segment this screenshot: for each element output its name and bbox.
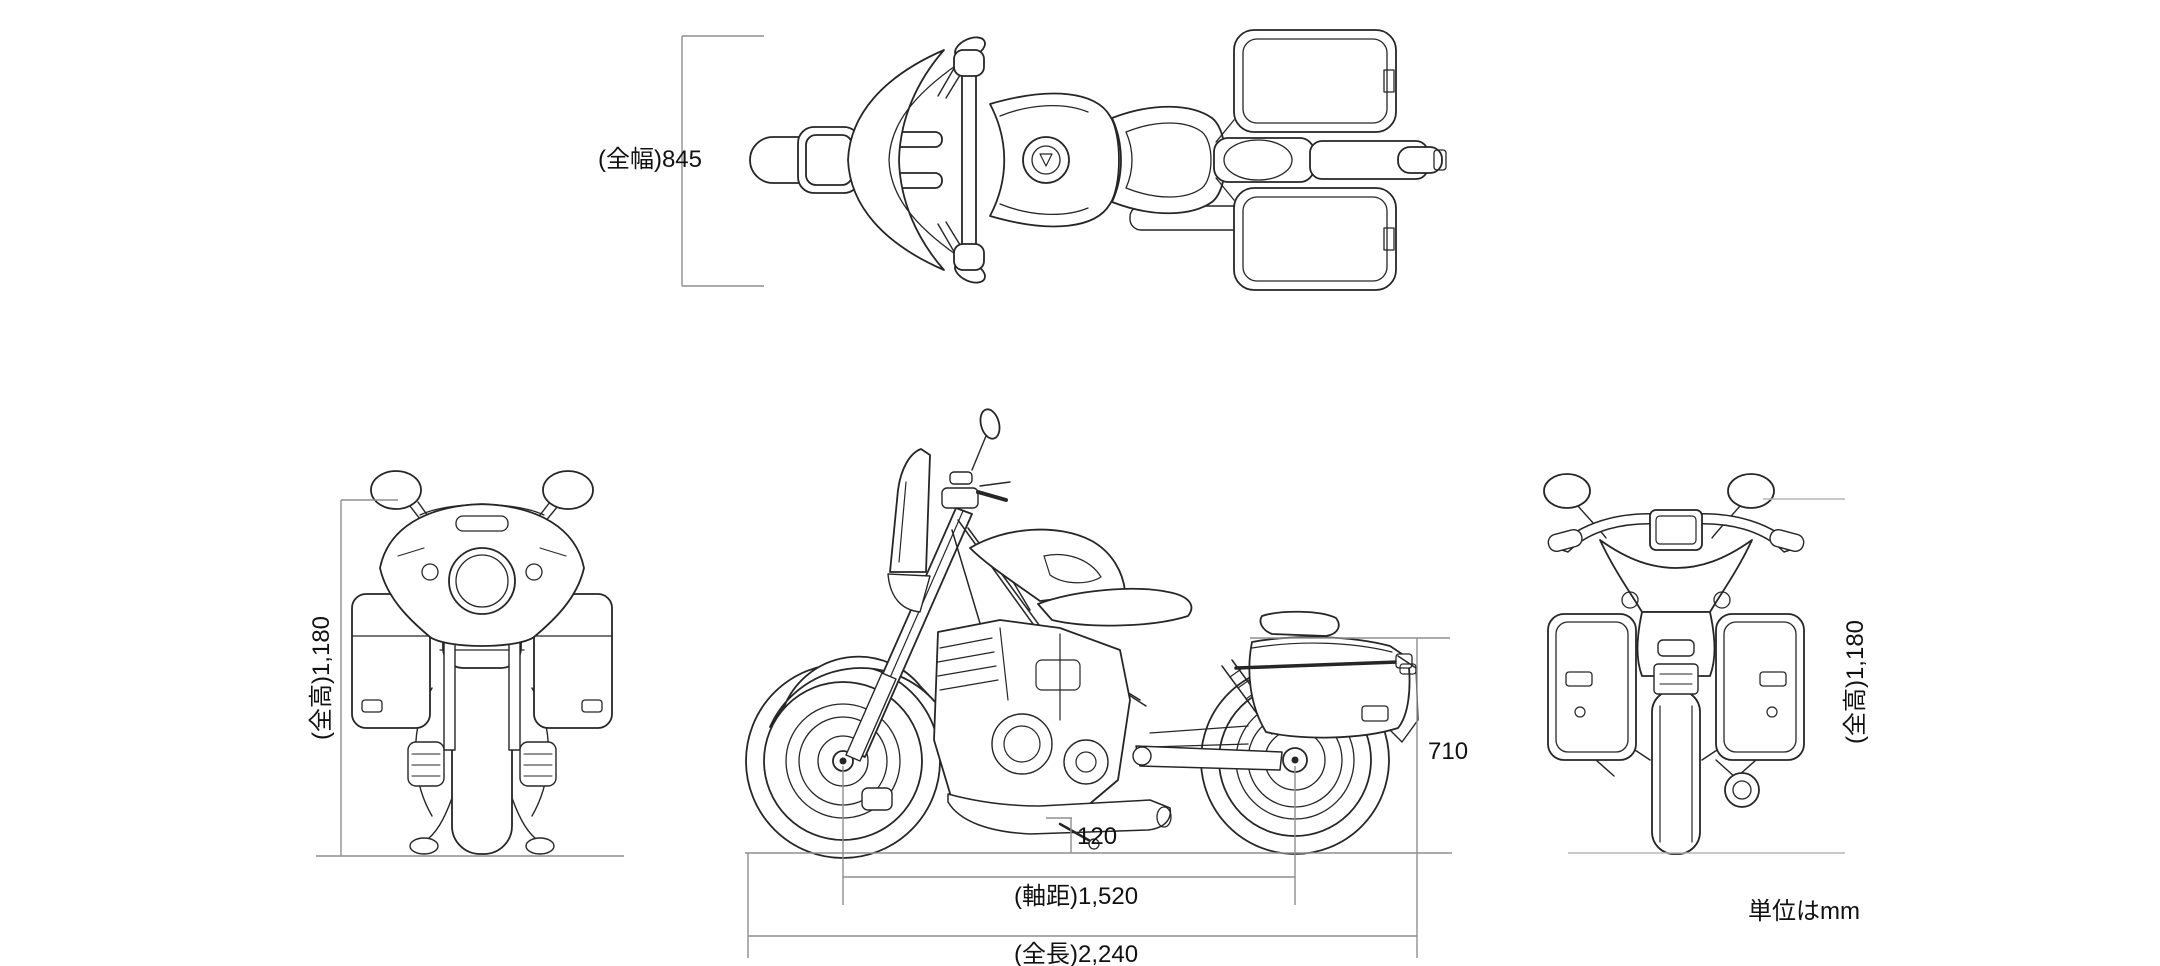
dim-label-seat-height: 710 — [1428, 738, 1469, 765]
rear-view-height-dimension — [1568, 498, 1845, 854]
side-view-dimensions — [745, 637, 1452, 958]
side-view-drawing — [745, 408, 1419, 859]
dim-label-overall-length: (全長)2,240 — [1014, 941, 1139, 966]
dim-label-overall-width: (全幅)845 — [597, 146, 702, 173]
top-view-width-dimension — [681, 35, 764, 287]
top-view-drawing — [749, 29, 1447, 291]
rear-view-drawing — [1543, 473, 1805, 855]
front-view-height-dimension — [316, 499, 624, 857]
dim-label-overall-height-rear: (全高)1,180 — [1841, 619, 1869, 745]
dim-label-wheelbase: (軸距)1,520 — [1014, 883, 1139, 910]
dim-label-overall-height-front: (全高)1,180 — [307, 615, 335, 741]
dim-label-ground-clearance: 120 — [1077, 823, 1118, 850]
units-note: 単位はmm — [1748, 898, 1860, 925]
front-view-drawing — [351, 470, 613, 855]
